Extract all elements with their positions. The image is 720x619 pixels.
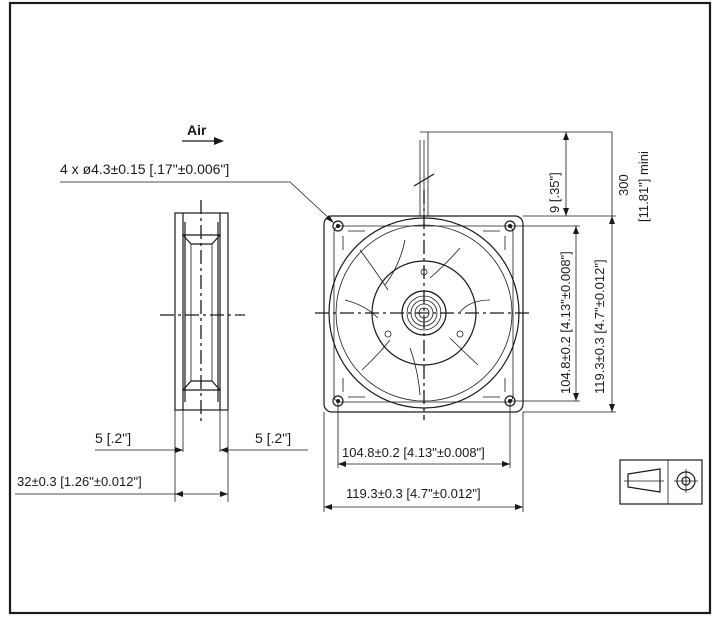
side-wall-left-label: 5 [.2"] [95, 430, 131, 446]
side-dimensions: 5 [.2"] 5 [.2"] 32±0.3 [1.26"±0.012"] [15, 410, 308, 497]
drawing-border [8, 1, 712, 615]
side-wall-right-label: 5 [.2"] [255, 430, 291, 446]
airflow-indicator: Air [182, 122, 224, 145]
front-horizontal-dimensions: 104.8±0.2 [4.13"±0.008"] 119.3±0.3 [4.7"… [323, 401, 524, 512]
height-v-label: 119.3±0.3 [4.7"±0.012"] [592, 259, 607, 394]
mounting-hole-top-left [332, 220, 344, 232]
fan-hub [371, 260, 477, 366]
lead-dimensions: 9 [.35"] 300 [11.81"] mini [547, 132, 651, 222]
lead-length-inch-label: [11.81"] mini [636, 151, 651, 222]
fan-blades [344, 239, 491, 396]
side-view [160, 200, 245, 502]
lead-length-label: 300 [616, 174, 631, 196]
airflow-label: Air [187, 122, 207, 138]
front-vertical-dimensions: 104.8±0.2 [4.13"±0.008"] 119.3±0.3 [4.7"… [510, 215, 616, 413]
thickness-label: 32±0.3 [1.26"±0.012"] [17, 474, 142, 489]
lead-wire [413, 131, 612, 216]
holes-label: 4 x ø4.3±0.15 [.17"±0.006"] [60, 161, 229, 177]
hole-pitch-v-label: 104.8±0.2 [4.13"±0.008"] [558, 251, 573, 394]
front-view [315, 131, 612, 420]
hole-pitch-h-label: 104.8±0.2 [4.13"±0.008"] [342, 445, 485, 460]
third-angle-projection-icon [619, 459, 703, 505]
holes-callout: 4 x ø4.3±0.15 [.17"±0.006"] [60, 161, 334, 223]
lead-offset-label: 9 [.35"] [547, 172, 562, 213]
width-h-label: 119.3±0.3 [4.7"±0.012"] [346, 486, 481, 501]
